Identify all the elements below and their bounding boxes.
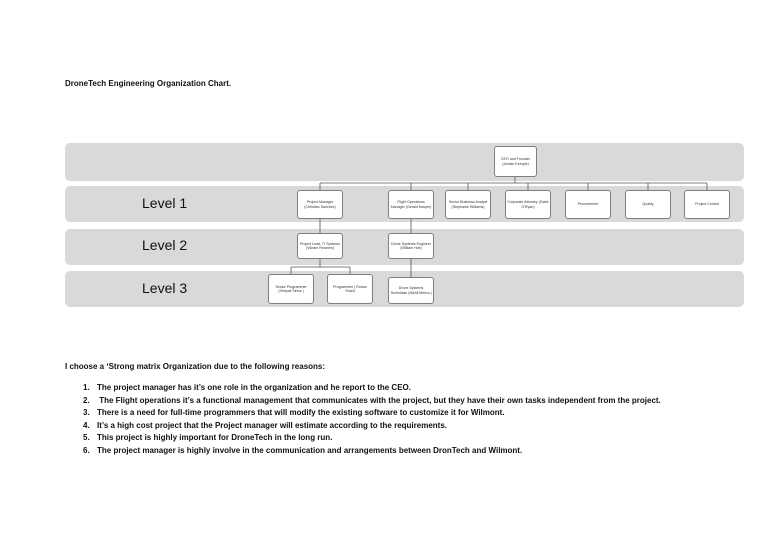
org-box-senior-programmer: Senior Programmer (Shivpal Sinha ) — [268, 274, 314, 304]
list-item-text: The project manager has it’s one role in… — [97, 383, 411, 392]
org-box-project-lead-it: Project Lead, IT Systems (Vikram Reamen) — [297, 233, 343, 259]
org-box-procurement: Procurement — [565, 190, 611, 219]
list-item-number: 6. — [83, 445, 90, 455]
list-item-text: This project is highly important for Dro… — [97, 433, 333, 443]
list-item-text: There is a need for full-time programmer… — [97, 408, 505, 418]
level-3-label: Level 3 — [142, 280, 188, 296]
list-item-number: 5. — [83, 433, 90, 443]
list-item: 4. It’s a high cost project that the Proj… — [83, 420, 743, 433]
list-item-number: 1. — [83, 383, 90, 392]
list-item-number: 4. — [83, 420, 90, 430]
list-item: 5. This project is highly important for D… — [83, 432, 743, 445]
org-box-drone-systems-engineer: Drone Systems Engineer (William Holt) — [388, 233, 434, 259]
org-box-drone-systems-technician: Drone Systems Technician (Nikhil Mehra ) — [388, 277, 434, 304]
org-box-senior-business-analyst: Senior Business Analyst (Stephanie Willi… — [445, 190, 491, 219]
org-box-project-control: Project Control — [684, 190, 730, 219]
org-box-flight-operations-manager: Flight Operations Manager (Gerald Kasper… — [388, 190, 434, 219]
list-item: 1. The project manager has it’s one role … — [83, 382, 743, 395]
reason-intro: I choose a ‘Strong matrix Organization d… — [65, 362, 326, 371]
level-2-label: Level 2 — [142, 237, 188, 253]
list-item-text: It’s a high cost project that the Projec… — [97, 420, 448, 430]
org-box-corporate-attorney: Corporate Attorney (Gabe O'Ryan) — [505, 190, 551, 219]
list-item-number: 2. — [83, 395, 90, 405]
level-1-label: Level 1 — [142, 195, 188, 211]
list-item-text: The Flight operations it’s a functional … — [97, 395, 661, 405]
org-box-ceo: CEO and Founder (Jordan Kemple) — [494, 146, 537, 177]
list-item: 3. There is a need for full-time programm… — [83, 407, 743, 420]
list-item-number: 3. — [83, 408, 90, 418]
org-box-project-manager: Project Manager (Christian Sanchez) — [297, 190, 343, 219]
list-item-text: The project manager is highly involve in… — [97, 445, 523, 455]
document-title: DroneTech Engineering Organization Chart… — [65, 79, 232, 88]
reasons-list: 1. The project manager has it’s one role … — [83, 382, 743, 458]
ceo-band — [65, 143, 744, 181]
org-box-programmer: Programmer ( Rohan Shah) — [327, 274, 373, 304]
org-box-quality: Quality — [625, 190, 671, 219]
list-item: 2. The Flight operations it’s a function… — [83, 395, 743, 408]
list-item: 6. The project manager is highly involve … — [83, 445, 743, 458]
